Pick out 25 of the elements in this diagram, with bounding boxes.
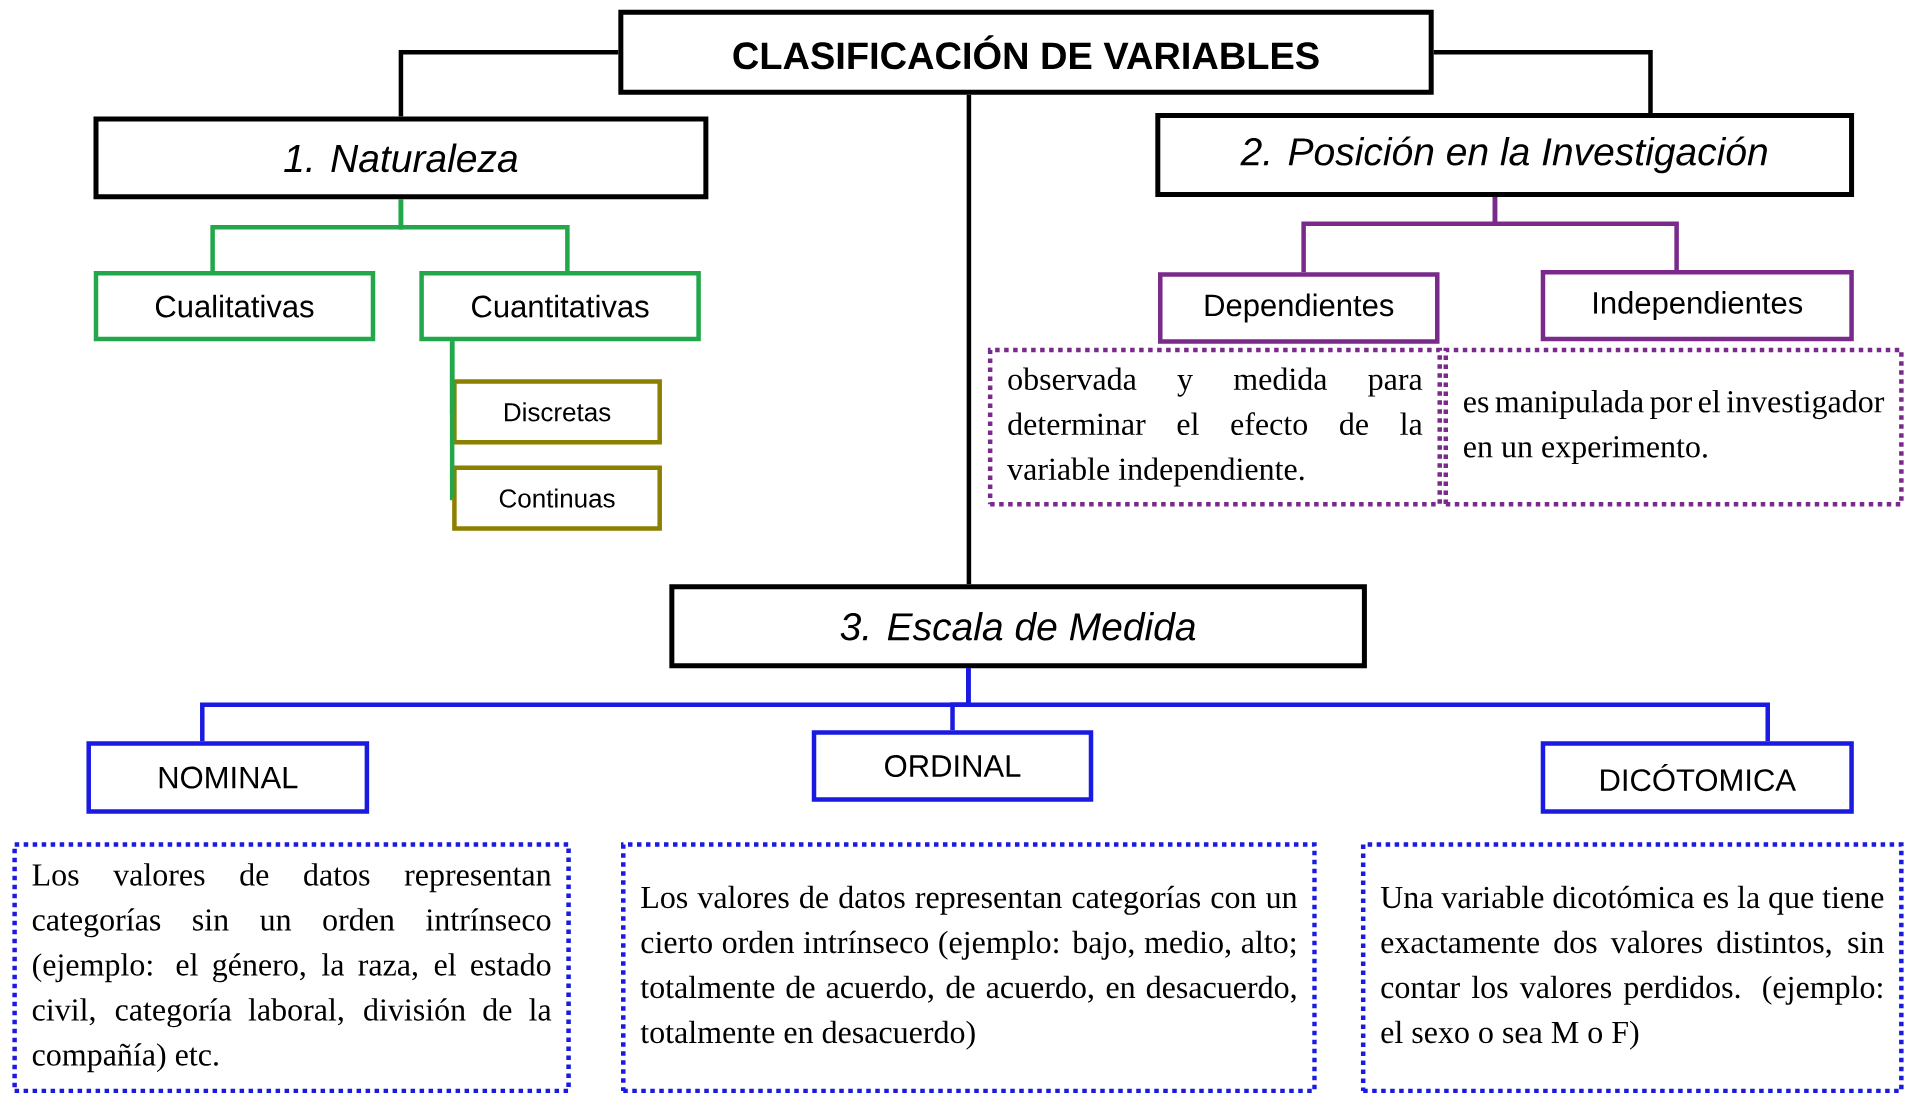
description-box: Los valores de datos representan categorías sin un orden intrínseco (ejemplo: el género, la raza, el estado civil, categoría laboral, división de la compañía) etc. xyxy=(12,841,571,1093)
type-box: DICÓTOMICA xyxy=(1540,741,1854,814)
connector-line xyxy=(966,668,1770,742)
connector-line xyxy=(966,94,972,585)
description-box: es manipulada por el investigador en un experimento. xyxy=(1443,347,1904,507)
type-box: ORDINAL xyxy=(811,730,1094,802)
description-box: Una variable dicotómica es la que tiene exactamente dos valores distintos, sin contar los valores perdidos. (ejemplo: el sexo o sea M o F) xyxy=(1360,841,1904,1093)
type-box: NOMINAL xyxy=(86,741,370,814)
type-box: Dependientes xyxy=(1158,272,1440,344)
connector-line xyxy=(1492,196,1679,270)
type-box: Cuantitativas xyxy=(419,270,701,341)
category-box: 2. Posición en la Investigación xyxy=(1155,112,1855,197)
subtype-box: Continuas xyxy=(452,465,662,531)
type-box: Cualitativas xyxy=(93,270,376,341)
description-box: observada y medida para determinar el efecto de la variable independiente. xyxy=(987,347,1442,507)
title-box: CLASIFICACIÓN DE VARIABLES xyxy=(618,9,1434,95)
connector-line xyxy=(398,49,619,117)
subtype-box: Discretas xyxy=(452,379,662,445)
connector-line xyxy=(1433,49,1653,113)
connector-line xyxy=(449,341,455,501)
description-box: Los valores de datos representan categorías con un cierto orden intrínseco (ejemplo: bajo, medio, alto; totalmente de acuerdo, de acuerdo, en desacuerdo, totalmente en desacuerdo) xyxy=(621,841,1317,1093)
connector-line xyxy=(398,199,570,271)
category-box: 1. Naturaleza xyxy=(93,116,709,200)
type-box: Independientes xyxy=(1540,269,1854,341)
category-box: 3. Escala de Medida xyxy=(669,584,1367,669)
